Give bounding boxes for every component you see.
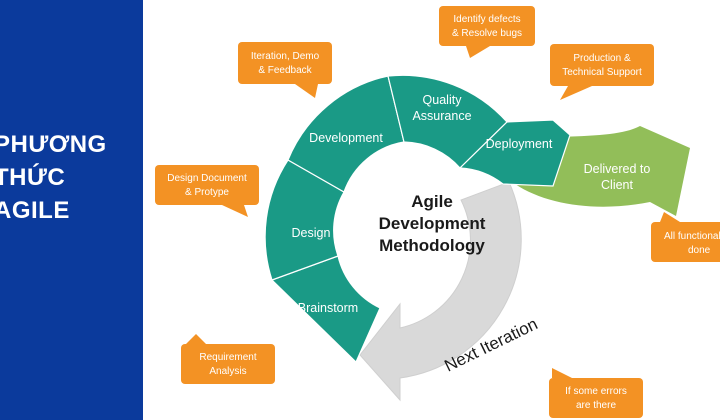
quality-label-line-1: Quality: [423, 93, 463, 107]
segment-development: [287, 75, 405, 193]
quality-label-line-2: Assurance: [412, 109, 471, 123]
callout-errors-line-2: are there: [576, 400, 616, 411]
sidebar-title-line-1: PHƯƠNG: [0, 131, 107, 158]
callout-requirement-line-2: Analysis: [209, 366, 246, 377]
brainstorm-label: Brainstorm: [298, 301, 358, 315]
segment-design: [264, 159, 345, 281]
callout-iteration-demo-feedback: Iteration, Demo & Feedback: [238, 42, 332, 98]
center-title-line-3: Methodology: [379, 236, 485, 255]
callout-errors-there: If some errors are there: [549, 368, 643, 418]
segment-brainstorm: [270, 255, 381, 364]
callout-all-functional-done: All functional done: [651, 212, 720, 262]
sidebar-title: PHƯƠNG THỨC AGILE: [0, 128, 143, 227]
center-title-line-1: Agile: [411, 192, 453, 211]
callout-all-functional-line-2: done: [688, 245, 711, 256]
sidebar-panel: PHƯƠNG THỨC AGILE: [0, 0, 143, 420]
callout-all-functional-line-1: All functional: [664, 231, 720, 242]
callout-errors-line-1: If some errors: [565, 386, 627, 397]
callout-production-support: Production & Technical Support: [550, 44, 654, 100]
callout-identify-line-1: Identify defects: [453, 14, 520, 25]
callout-design-doc-line-1: Design Document: [167, 173, 247, 184]
design-label: Design: [292, 226, 331, 240]
segment-quality-assurance: [387, 74, 508, 169]
sidebar-title-line-2: THỨC: [0, 164, 66, 191]
sidebar-title-line-3: AGILE: [0, 197, 70, 224]
callout-identify-defects: Identify defects & Resolve bugs: [439, 6, 535, 58]
delivered-label-line-1: Delivered to: [584, 162, 651, 176]
callout-production-line-2: Technical Support: [562, 67, 642, 78]
center-title-line-2: Development: [379, 214, 486, 233]
development-label: Development: [309, 131, 383, 145]
callout-design-doc-line-2: & Protype: [185, 187, 229, 198]
callout-design-document: Design Document & Protype: [155, 165, 259, 217]
callout-requirement-line-1: Requirement: [199, 352, 256, 363]
callout-iteration-line-1: Iteration, Demo: [251, 51, 320, 62]
callout-production-line-1: Production &: [573, 53, 631, 64]
callout-identify-line-2: & Resolve bugs: [452, 28, 522, 39]
callout-requirement-analysis: Requirement Analysis: [181, 334, 275, 384]
segment-deployment: [458, 119, 571, 187]
callout-iteration-line-2: & Feedback: [258, 65, 312, 76]
deployment-label: Deployment: [486, 137, 553, 151]
teal-cycle-ring: [264, 74, 571, 364]
delivered-label-line-2: Client: [601, 178, 633, 192]
